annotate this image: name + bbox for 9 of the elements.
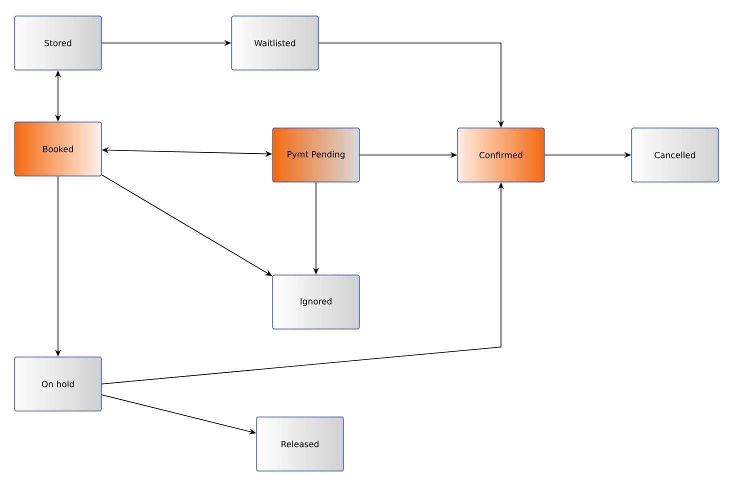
state-box: Confirmed [457, 128, 545, 182]
state-box: Stored [14, 16, 102, 70]
state-box: On hold [14, 356, 102, 412]
state-box: Booked [14, 122, 102, 176]
state-box: Waitlisted [231, 16, 319, 70]
state-box: Cancelled [631, 128, 719, 182]
state-box: Ignored [272, 274, 360, 330]
state-box: Pymt Pending [272, 128, 360, 182]
state-box: Released [256, 416, 344, 472]
